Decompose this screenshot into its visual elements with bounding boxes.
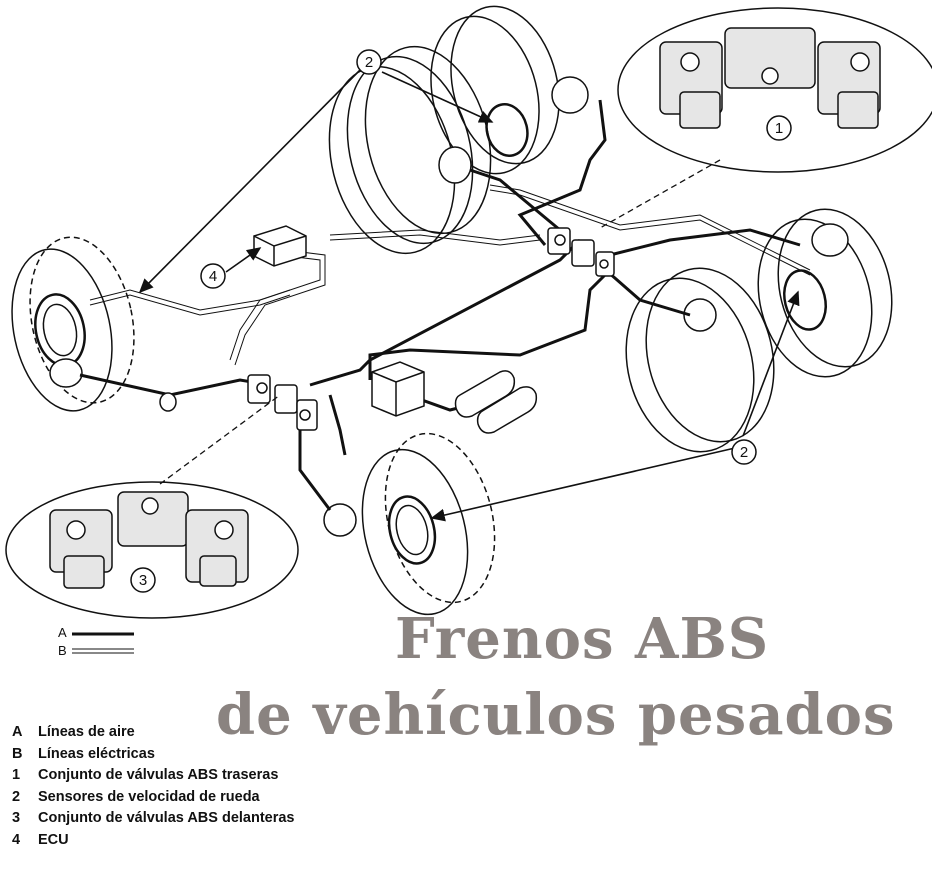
title-line-1: Frenos ABS bbox=[395, 606, 770, 672]
legend-label: ECU bbox=[38, 831, 69, 848]
ecu-box bbox=[253, 225, 307, 267]
legend-item: 3 Conjunto de válvulas ABS delanteras bbox=[12, 808, 295, 830]
legend-key: 3 bbox=[12, 810, 21, 826]
callout-arrows bbox=[138, 67, 800, 522]
legend-label: Líneas eléctricas bbox=[38, 745, 155, 762]
rear-valves-enlarged-view bbox=[599, 7, 932, 229]
wheel-front-right bbox=[361, 432, 496, 616]
front-valves-enlarged-view bbox=[5, 394, 299, 619]
svg-text:4: 4 bbox=[209, 268, 217, 285]
legend-item: 4 ECU bbox=[12, 830, 295, 852]
wheel-rear-left-pair bbox=[328, 5, 560, 255]
callout-2-top: 2 bbox=[356, 49, 382, 75]
line-type-key: A B bbox=[58, 625, 134, 658]
svg-text:2: 2 bbox=[740, 444, 748, 461]
electric-lines bbox=[89, 184, 811, 366]
wheel-front-left bbox=[11, 236, 135, 412]
svg-text:3: 3 bbox=[139, 572, 147, 589]
legend-label: Conjunto de válvulas ABS traseras bbox=[38, 767, 279, 783]
title-line-2: de vehículos pesados bbox=[216, 682, 896, 748]
legend-item: B Líneas eléctricas bbox=[12, 744, 295, 766]
svg-text:1: 1 bbox=[775, 120, 783, 137]
legend-key: 1 bbox=[12, 767, 21, 783]
callout-3: 3 bbox=[130, 567, 156, 593]
legend-label: Líneas de aire bbox=[38, 724, 135, 740]
callout-1: 1 bbox=[766, 115, 792, 141]
callout-4: 4 bbox=[200, 263, 226, 289]
connector-plug bbox=[159, 392, 177, 412]
svg-text:2: 2 bbox=[365, 54, 373, 71]
legend-item: 1 Conjunto de válvulas ABS traseras bbox=[12, 765, 295, 787]
legend-label: Sensores de velocidad de rueda bbox=[38, 788, 260, 805]
legend-key: A bbox=[12, 724, 23, 740]
callout-2-bottom: 2 bbox=[731, 439, 757, 465]
svg-text:B: B bbox=[58, 643, 67, 658]
brake-chambers bbox=[49, 76, 849, 537]
legend-key: 4 bbox=[12, 831, 21, 848]
legend-key: 2 bbox=[12, 788, 21, 805]
legend-key: B bbox=[12, 745, 23, 762]
front-valve-block bbox=[247, 374, 318, 431]
air-tanks bbox=[454, 370, 538, 434]
wheel-rear-right-pair bbox=[625, 208, 893, 453]
legend-label: Conjunto de válvulas ABS delanteras bbox=[38, 810, 295, 826]
control-box bbox=[371, 361, 425, 417]
legend-item: A Líneas de aire bbox=[12, 722, 295, 744]
svg-text:A: A bbox=[58, 625, 67, 640]
legend-item: 2 Sensores de velocidad de rueda bbox=[12, 787, 295, 809]
rear-valve-block bbox=[547, 227, 615, 277]
